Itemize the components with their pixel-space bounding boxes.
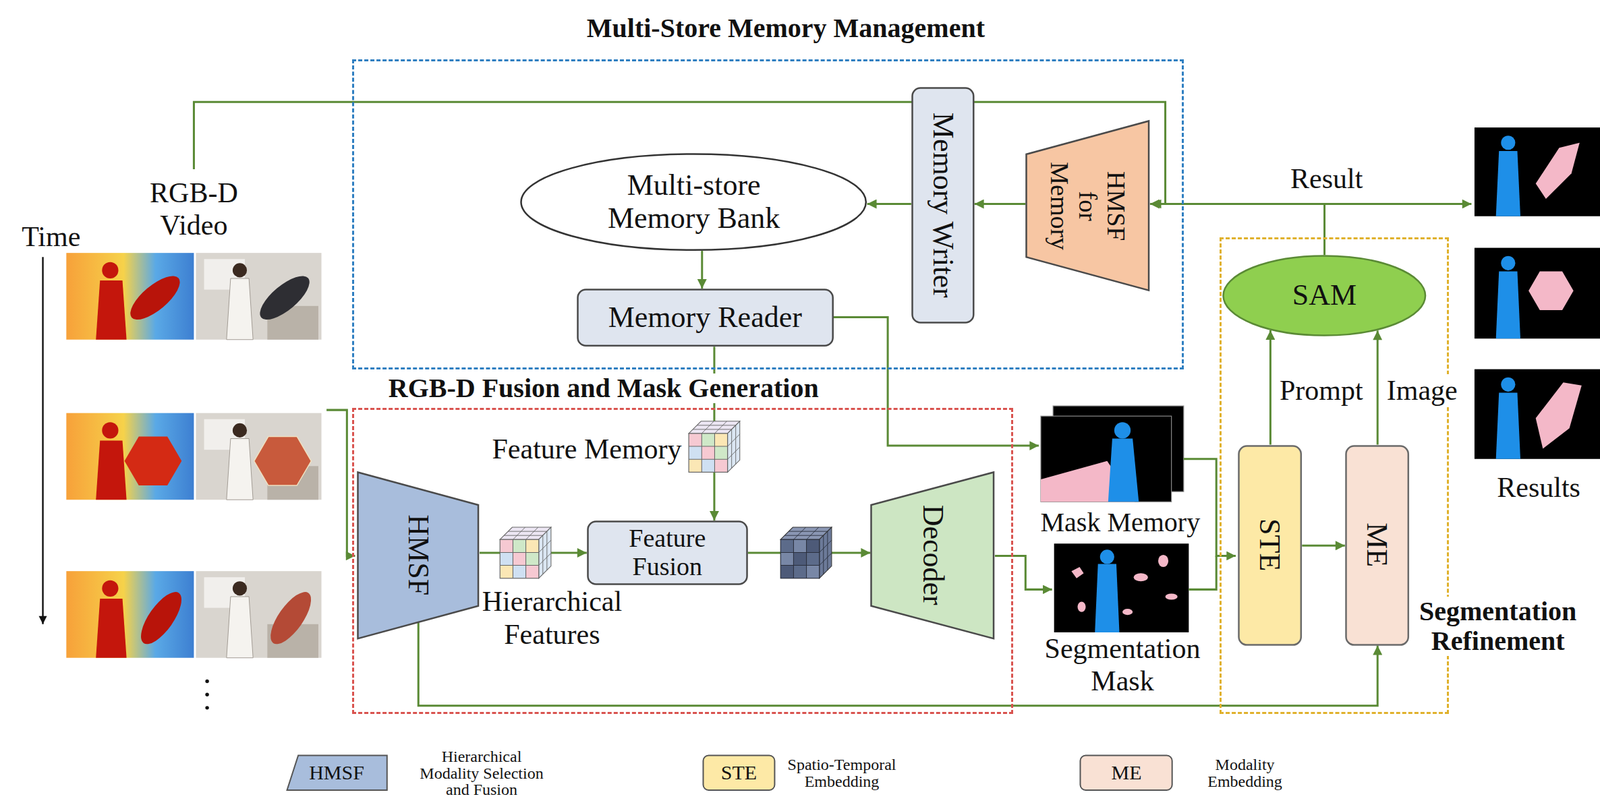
encoder-trapezoid: HMSF bbox=[356, 471, 480, 641]
edge-label: Prompt bbox=[1277, 374, 1366, 407]
node-label: STE bbox=[1253, 518, 1286, 572]
node-label: Memory Reader bbox=[608, 301, 803, 334]
embedding-box-fill bbox=[1238, 445, 1301, 645]
region-heading: Segmentation Refinement bbox=[1414, 596, 1582, 657]
feature-label: Hierarchical Features bbox=[477, 585, 626, 651]
edge-label: Image bbox=[1384, 374, 1460, 407]
legend-text: Modality Embedding bbox=[1184, 756, 1306, 790]
node-label: Decoder bbox=[916, 505, 949, 606]
node-label: Feature Fusion bbox=[628, 524, 706, 582]
legend-symbol-text: ME bbox=[1111, 761, 1142, 786]
embedding-box: STE bbox=[1237, 445, 1302, 647]
input-label: RGB-D Video bbox=[132, 176, 255, 243]
memory-bank-ellipse-fill bbox=[521, 153, 867, 250]
decoder-trapezoid: Decoder bbox=[870, 471, 995, 641]
legend-symbol-text: HMSF bbox=[308, 761, 365, 786]
process-box-fill bbox=[911, 87, 974, 323]
edge-label: Result bbox=[1288, 162, 1365, 195]
node-label: HMSF bbox=[402, 515, 435, 597]
embedding-box-fill bbox=[1345, 445, 1408, 645]
flow-arrow bbox=[1301, 545, 1346, 548]
encoder-trapezoid: HMSF for Memory bbox=[1025, 120, 1151, 292]
legend-swatch-fill bbox=[286, 756, 387, 791]
axis-label: Time bbox=[21, 220, 81, 253]
mask-memory-image bbox=[1040, 406, 1184, 502]
process-box: Feature Fusion bbox=[586, 520, 749, 586]
node-label: HMSF for Memory bbox=[1045, 161, 1130, 251]
time-axis bbox=[42, 256, 44, 625]
fusion-region: RGB-D Fusion and Mask GenerationHMSFFeat… bbox=[352, 408, 1014, 715]
sam-ellipse: SAM bbox=[1222, 254, 1427, 337]
legend-text: Spatio-Temporal Embedding bbox=[777, 756, 906, 790]
node-label: Multi-store Memory Bank bbox=[592, 169, 796, 235]
flow-arrow bbox=[867, 203, 912, 206]
region-heading: Multi-Store Memory Management bbox=[584, 13, 988, 44]
flow-arrow bbox=[1376, 330, 1379, 445]
continuation-dots bbox=[205, 679, 209, 711]
flow-arrow bbox=[700, 250, 703, 289]
region-heading: RGB-D Fusion and Mask Generation bbox=[385, 373, 822, 404]
legend-swatch-fill bbox=[1080, 756, 1173, 791]
legend-swatch-fill bbox=[702, 756, 775, 791]
process-box-fill bbox=[577, 290, 833, 347]
embedding-box: ME bbox=[1345, 445, 1410, 647]
video-frames bbox=[66, 252, 322, 659]
result-images bbox=[1474, 127, 1600, 460]
sam-ellipse-fill bbox=[1223, 256, 1426, 336]
memory-region: Multi-Store Memory ManagementMulti-store… bbox=[352, 59, 1184, 370]
process-box: Memory Reader bbox=[576, 288, 834, 347]
mask-label: Mask Memory bbox=[1040, 507, 1201, 539]
legend-text: Hierarchical Modality Selection and Fusi… bbox=[416, 748, 548, 798]
flow-arrow bbox=[974, 203, 1026, 206]
flow-arrow bbox=[1269, 330, 1272, 446]
encoder-trapezoid-fill bbox=[1026, 121, 1150, 291]
feature-label: Feature Memory bbox=[492, 433, 682, 466]
refinement-region: Segmentation RefinementSAMSTEME bbox=[1219, 237, 1449, 714]
flow-arrow bbox=[1150, 204, 1325, 256]
process-box-fill bbox=[587, 521, 747, 585]
decoder-trapezoid-fill bbox=[871, 472, 995, 639]
output-label: Results bbox=[1496, 471, 1581, 504]
legend-symbol-text: STE bbox=[721, 761, 757, 786]
mask-label: Segmentation Mask bbox=[1027, 632, 1217, 699]
node-label: ME bbox=[1360, 523, 1393, 568]
segmentation-mask-image bbox=[1054, 543, 1190, 633]
node-label: SAM bbox=[1292, 279, 1357, 312]
node-label: Memory Writer bbox=[926, 112, 960, 299]
encoder-trapezoid-fill bbox=[358, 472, 479, 639]
memory-bank-ellipse: Multi-store Memory Bank bbox=[520, 153, 867, 251]
process-box: Memory Writer bbox=[911, 87, 975, 324]
